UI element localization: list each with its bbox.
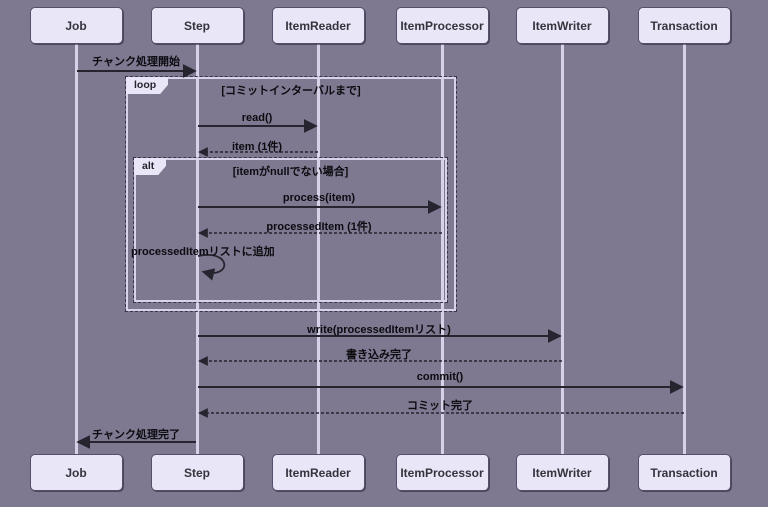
lifeline-transaction: [682, 25, 686, 472]
message-label-self-add-to-list: processedItemリストに追加: [131, 246, 275, 258]
participant-bottom-transaction: Transaction: [637, 454, 731, 491]
message-label-process: process(item): [282, 192, 356, 204]
participant-bottom-itemwriter: ItemWriter: [515, 454, 609, 491]
lifeline-itemreader: [316, 25, 320, 472]
message-label-chunk-start: チャンク処理開始: [92, 56, 180, 68]
participant-bottom-step: Step: [150, 454, 244, 491]
participant-top-itemreader: ItemReader: [271, 7, 365, 44]
message-label-chunk-done: チャンク処理完了: [92, 429, 180, 441]
lifeline-itemwriter: [560, 25, 564, 472]
fragment-alt-guard: [itemがnullでない場合]: [232, 166, 349, 178]
participant-top-itemprocessor: ItemProcessor: [395, 7, 489, 44]
message-label-commit: commit(): [416, 371, 464, 383]
fragment-alt: alt [itemがnullでない場合]: [133, 157, 448, 303]
participant-top-transaction: Transaction: [637, 7, 731, 44]
participant-top-job: Job: [29, 7, 123, 44]
lifeline-step: [195, 25, 199, 472]
message-label-read: read(): [241, 112, 273, 124]
participant-top-itemwriter: ItemWriter: [515, 7, 609, 44]
fragment-alt-label: alt: [134, 158, 166, 175]
participant-bottom-itemreader: ItemReader: [271, 454, 365, 491]
message-label-item-return: item (1件): [231, 141, 283, 153]
lifeline-itemprocessor: [440, 25, 444, 472]
participant-bottom-itemprocessor: ItemProcessor: [395, 454, 489, 491]
fragment-loop-guard: [コミットインターバルまで]: [221, 85, 361, 97]
fragment-loop: loop [コミットインターバルまで]: [125, 76, 457, 312]
lifeline-job: [74, 25, 78, 472]
participant-top-step: Step: [150, 7, 244, 44]
participant-bottom-job: Job: [29, 454, 123, 491]
message-label-write-done: 書き込み完了: [346, 349, 412, 361]
message-label-commit-done: コミット完了: [407, 400, 473, 412]
message-label-processeditem-return: processedItem (1件): [266, 221, 372, 233]
fragment-loop-label: loop: [126, 77, 168, 94]
message-label-write: write(processedItemリスト): [307, 324, 451, 336]
